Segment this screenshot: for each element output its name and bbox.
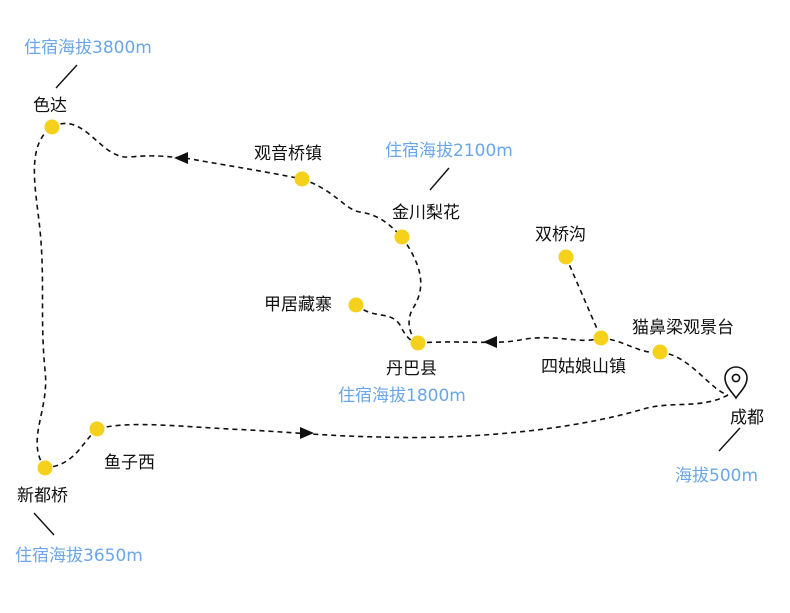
label-shuangqiaogou: 双桥沟 [535, 225, 586, 245]
leader-seda [55, 64, 78, 89]
place-labels: 色达 观音桥镇 金川梨花 双桥沟 猫鼻梁观景台 甲居藏寨 丹巴县 四姑娘山镇 成… [17, 96, 764, 506]
route-guanyinqiao-jinchuan [301, 178, 403, 238]
stop-danba[interactable] [410, 335, 426, 351]
altitude-danba: 住宿海拔1800m [338, 386, 466, 406]
stop-jiajuzangzhai[interactable] [348, 297, 364, 313]
label-guanyinqiao: 观音桥镇 [254, 144, 322, 164]
label-danba: 丹巴县 [386, 359, 437, 379]
altitude-seda: 住宿海拔3800m [24, 38, 152, 58]
stops [37, 119, 668, 476]
route-jinchuan-danba [401, 236, 422, 344]
altitude-labels: 住宿海拔3800m 住宿海拔2100m 住宿海拔1800m 海拔500m 住宿海… [15, 38, 758, 566]
route-siguniang-maobiliang [600, 337, 661, 354]
stop-yuzixi[interactable] [89, 421, 105, 437]
label-maobiliang: 猫鼻梁观景台 [632, 318, 734, 338]
route-jiaju-danba [355, 304, 419, 344]
altitude-xinduqiao: 住宿海拔3650m [15, 546, 143, 566]
leader-chengdu [718, 427, 741, 452]
stop-seda[interactable] [44, 119, 60, 135]
label-xinduqiao: 新都桥 [17, 486, 68, 506]
stop-xinduqiao[interactable] [37, 460, 53, 476]
altitude-jinchuan: 住宿海拔2100m [385, 141, 513, 161]
route-yuzixi-xinduqiao [44, 428, 98, 469]
arrowhead-icon [174, 152, 188, 164]
route-maobiliang-chengdu [659, 351, 729, 396]
leader-jinchuan [429, 167, 450, 191]
route-shuangqiao-siguniang [565, 256, 602, 339]
label-jiajuzangzhai: 甲居藏寨 [264, 295, 332, 315]
label-jinchuan: 金川梨花 [392, 203, 460, 223]
route-danba-siguniang [417, 336, 602, 344]
label-chengdu: 成都 [730, 408, 764, 428]
route-chengdu-yuzixi [96, 394, 729, 439]
label-yuzixi: 鱼子西 [104, 453, 155, 473]
stop-jinchuan[interactable] [394, 229, 410, 245]
route-xinduqiao-seda [33, 126, 53, 469]
stop-maobiliang[interactable] [652, 344, 668, 360]
stop-shuangqiaogou[interactable] [558, 249, 574, 265]
stop-guanyinqiao[interactable] [294, 171, 310, 187]
leader-xinduqiao [33, 512, 55, 536]
location-pin-icon[interactable] [724, 366, 748, 400]
route-lines [33, 122, 729, 469]
leader-lines [33, 64, 741, 536]
arrowhead-icon [300, 427, 314, 439]
altitude-chengdu: 海拔500m [675, 466, 758, 486]
route-guanyinqiao-seda-end [184, 157, 303, 180]
direction-arrows [174, 152, 497, 439]
label-seda: 色达 [33, 96, 67, 116]
route-seda-guanyinqiao [51, 122, 186, 159]
stop-siguniang[interactable] [593, 330, 609, 346]
arrowhead-icon [483, 336, 497, 348]
label-siguniang: 四姑娘山镇 [541, 357, 626, 377]
